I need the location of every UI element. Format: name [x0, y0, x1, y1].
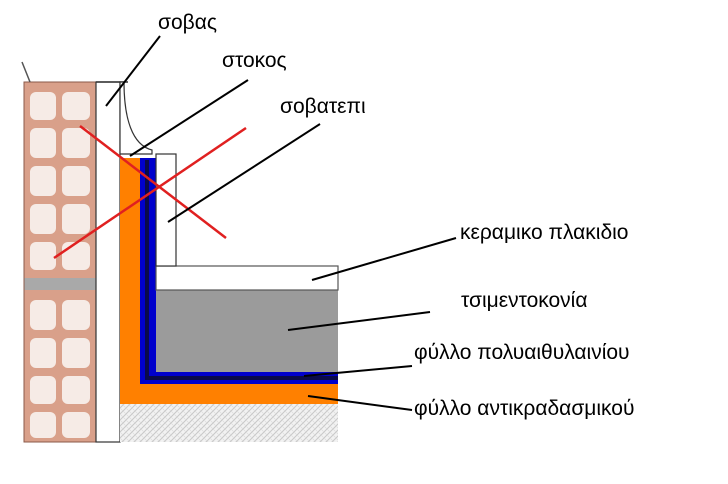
cement-mortar-layer	[156, 290, 338, 372]
brick-wall	[21, 61, 97, 443]
red-cross-mark	[53, 125, 247, 260]
label-plaster: σοβας	[158, 11, 217, 34]
label-polyethylene-sheet: φύλλο πολυαιθυλαινίου	[414, 341, 630, 364]
leader-lines	[105, 35, 457, 411]
mortar-joint	[24, 278, 96, 290]
concrete-slab	[120, 404, 338, 442]
ceramic-tile-layer	[155, 265, 339, 291]
label-anti-vibration-sheet: φύλλο αντικραδασμικού	[414, 397, 635, 420]
label-putty: στοκος	[222, 49, 287, 72]
label-skirting: σοβατεπι	[280, 95, 366, 118]
label-cement-mortar: τσιμεντοκονία	[461, 289, 588, 312]
label-ceramic-tile: κεραμικο πλακιδιο	[460, 221, 629, 244]
skirting-board	[155, 153, 177, 267]
putty-cove	[119, 81, 153, 155]
